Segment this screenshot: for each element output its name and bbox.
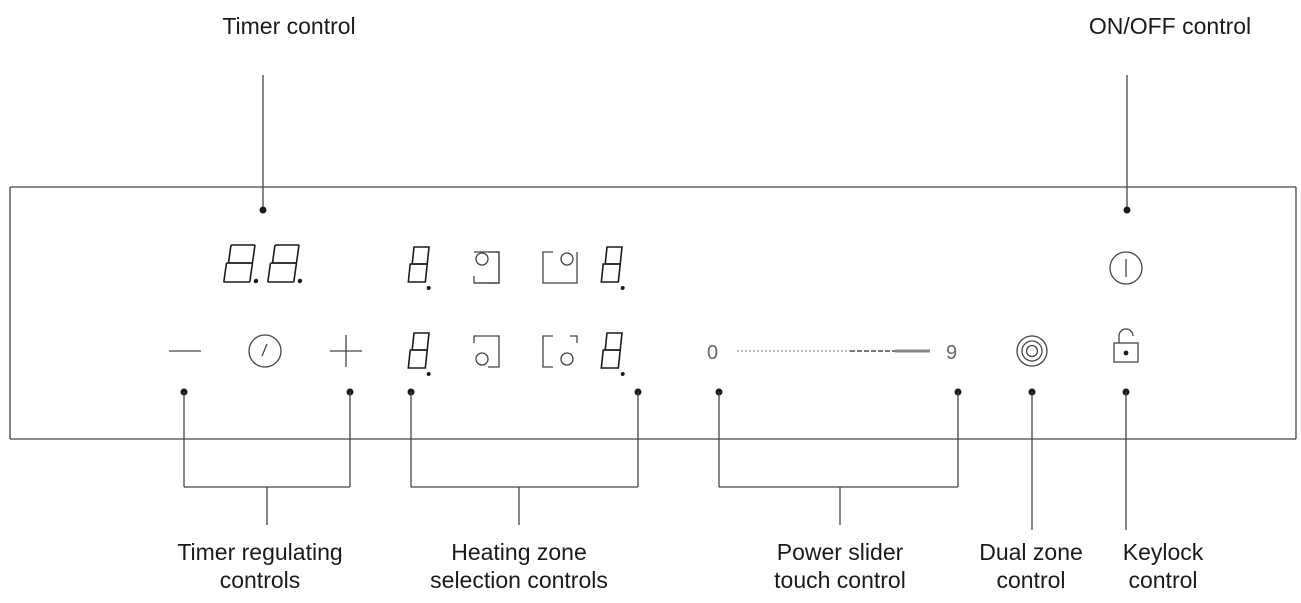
timer-display	[223, 244, 303, 284]
dual-zone-icon[interactable]	[1016, 335, 1048, 367]
power-on-off-icon[interactable]	[1109, 251, 1143, 285]
keylock-icon[interactable]	[1113, 328, 1139, 363]
leader-on-off-control	[1123, 75, 1131, 214]
zone-digit-front-left	[407, 246, 431, 290]
leader-timer-control	[259, 75, 267, 214]
zone-digit-rear-left	[407, 332, 431, 376]
label-on-off-control: ON/OFF control	[1088, 13, 1252, 39]
zone-icon-rear-right[interactable]	[542, 251, 578, 284]
panel-outline	[9, 186, 1297, 440]
label-dual-zone: Dual zone control	[979, 539, 1083, 593]
leader-timer-regulating	[180, 388, 354, 525]
power-slider[interactable]: 0 9	[707, 342, 957, 364]
label-heating-zone: Heating zone selection controls	[430, 539, 608, 593]
timer-clock-icon[interactable]	[248, 334, 282, 368]
zone-digit-rear-right	[600, 332, 625, 376]
label-timer-control: Timer control	[222, 13, 356, 39]
zone-icon-rear-left[interactable]	[473, 251, 500, 284]
label-timer-regulating: Timer regulating controls	[177, 539, 343, 593]
leader-heating-zone	[407, 388, 642, 525]
zone-digit-front-right	[600, 246, 625, 290]
timer-plus-control[interactable]	[330, 335, 362, 367]
label-power-slider: Power slider touch control	[774, 539, 906, 593]
slider-min-label: 0	[707, 342, 718, 364]
zone-icon-front-left[interactable]	[473, 335, 500, 368]
leader-keylock	[1122, 388, 1130, 530]
leader-power-slider	[715, 388, 962, 525]
label-keylock: Keylock control	[1122, 539, 1204, 593]
slider-max-label: 9	[946, 342, 957, 364]
leader-dual-zone	[1028, 388, 1036, 530]
zone-icon-front-right[interactable]	[542, 335, 578, 368]
